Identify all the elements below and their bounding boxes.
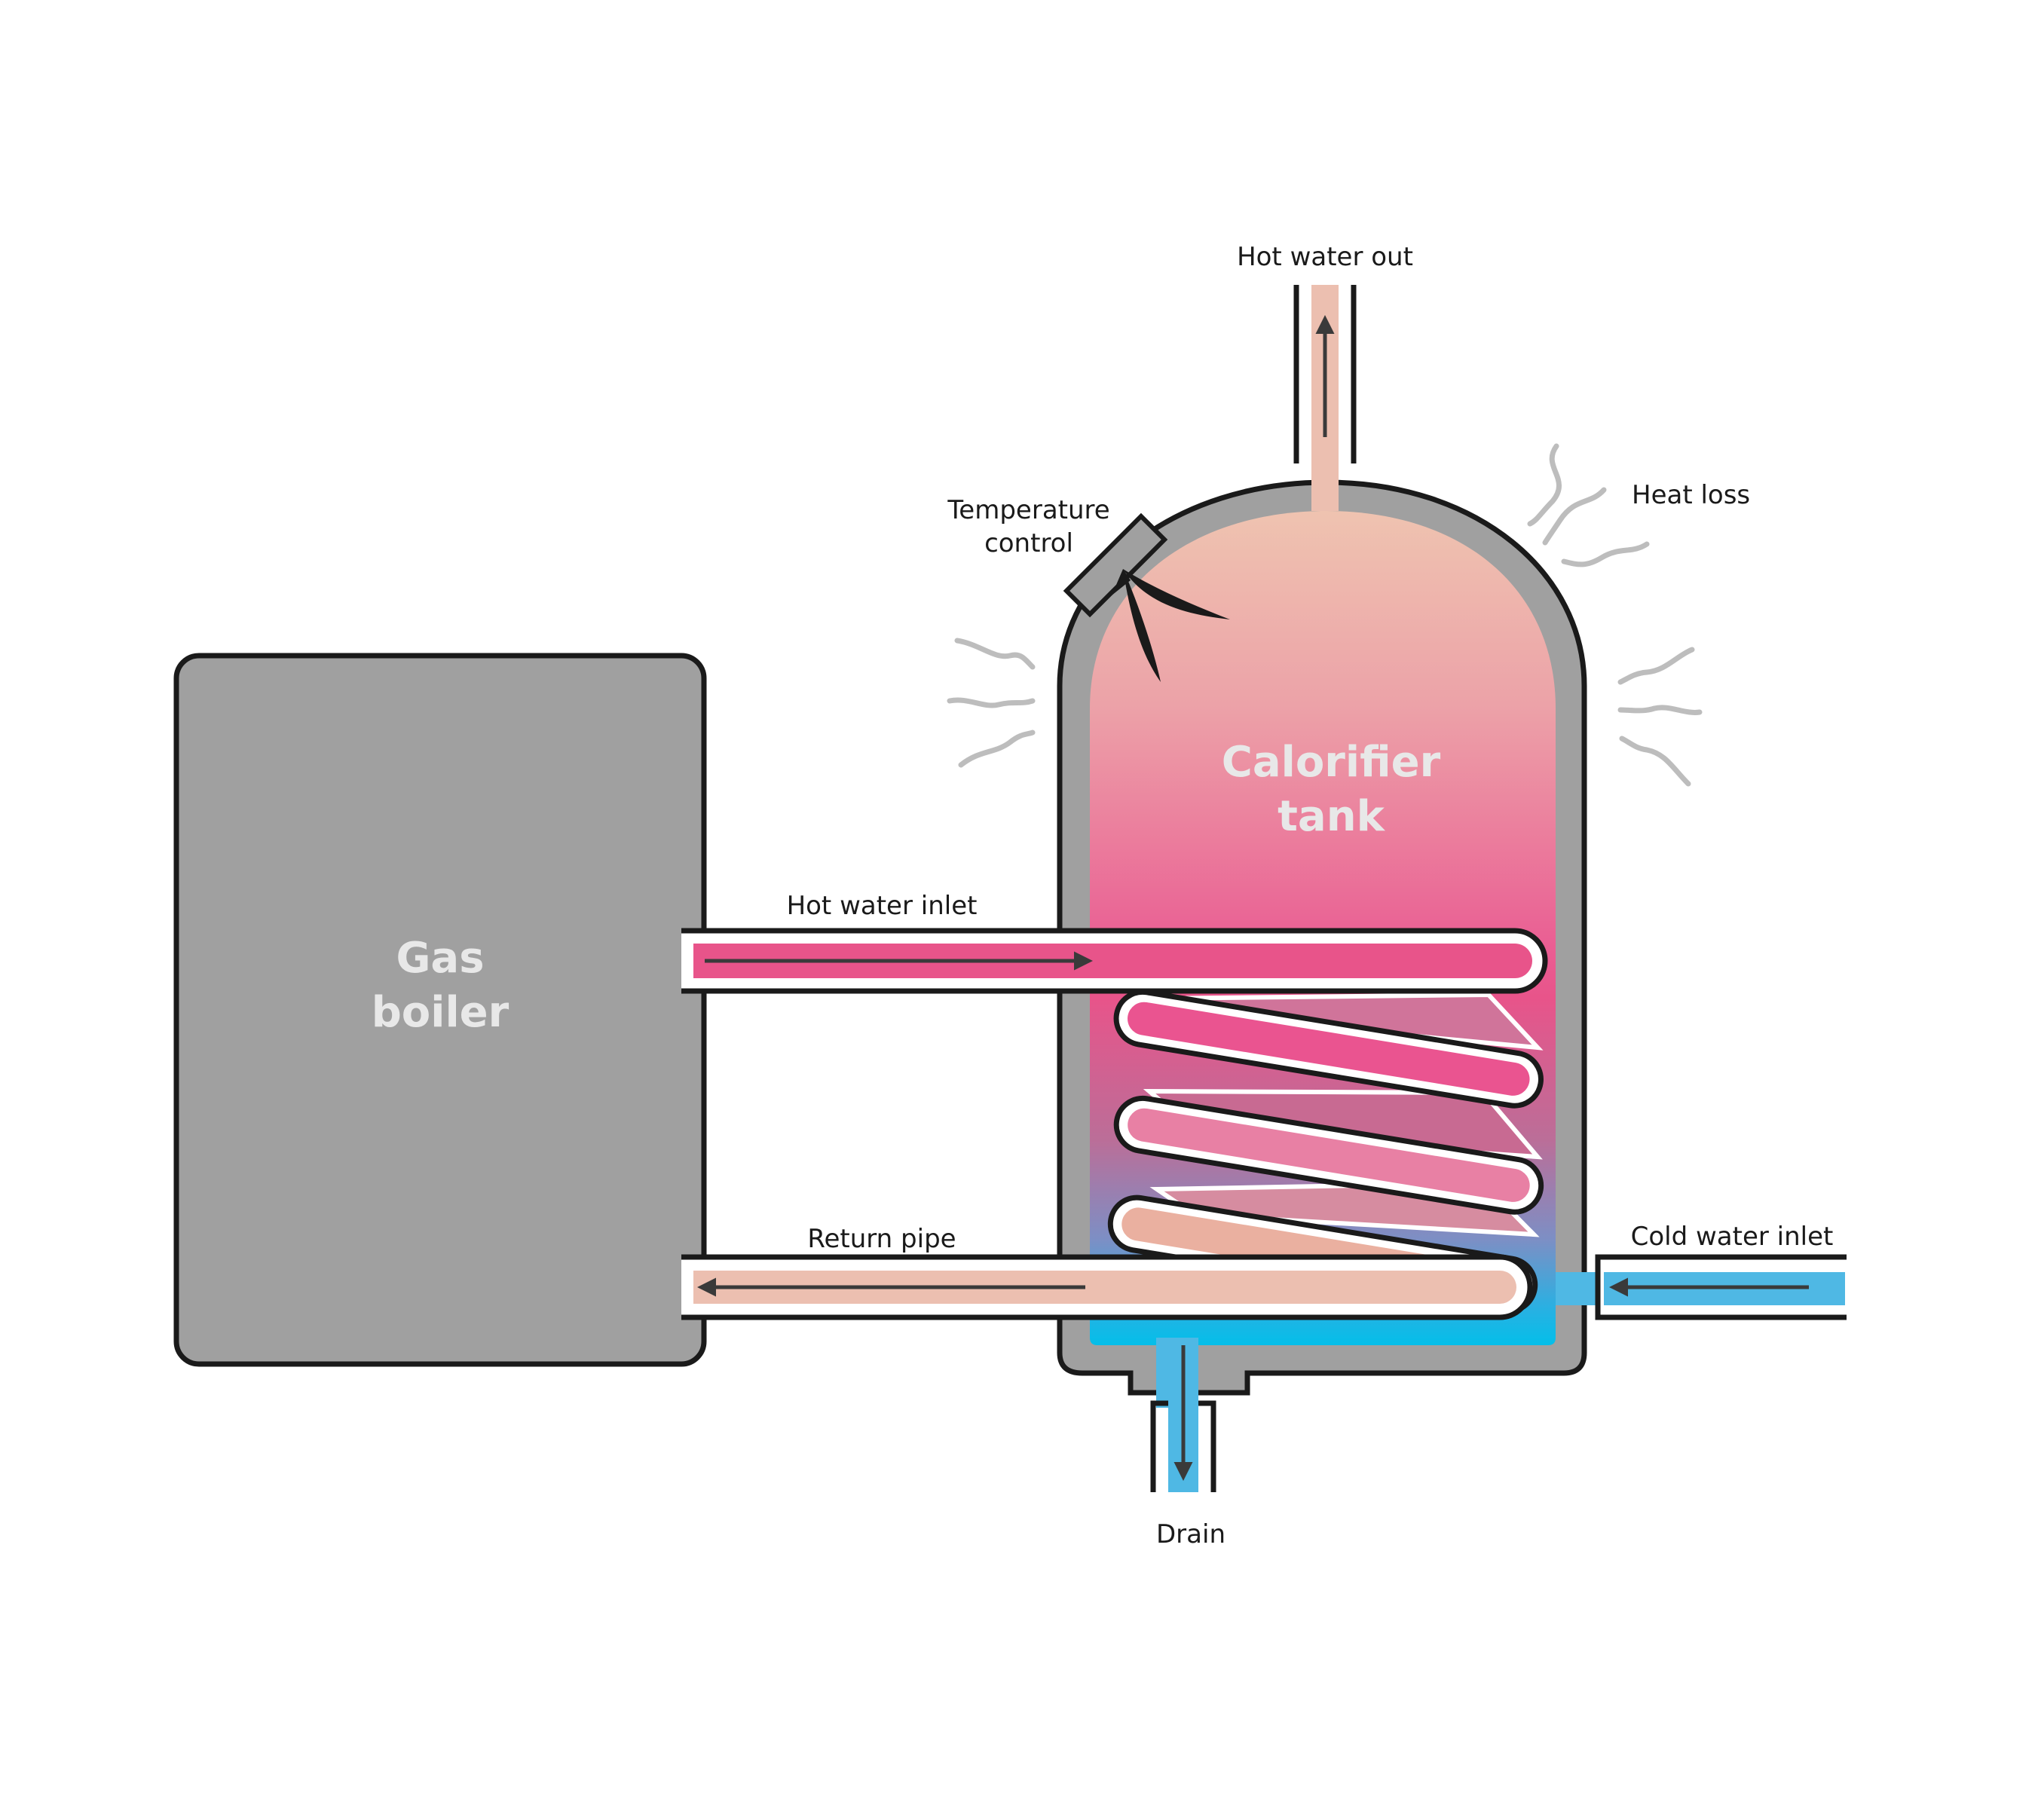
heat-loss-label: Heat loss <box>1632 480 1750 510</box>
drain-label: Drain <box>1156 1519 1226 1549</box>
heat-loss-wave <box>1617 705 1703 715</box>
heat-loss-wave <box>947 697 1036 708</box>
return-pipe <box>681 1254 1533 1320</box>
gas-boiler: Gas boiler <box>173 653 707 1367</box>
tank-label-line2: tank <box>1278 792 1385 841</box>
heat-loss-wave <box>1561 541 1650 567</box>
return-pipe-label: Return pipe <box>807 1224 956 1254</box>
hot-water-out-pipe <box>1293 285 1357 511</box>
heat-loss-wave <box>1542 487 1607 546</box>
temperature-control-label-line2: control <box>984 528 1073 558</box>
gas-boiler-label-line1: Gas <box>396 934 484 983</box>
hot-water-out-label: Hot water out <box>1237 242 1413 272</box>
cold-water-inlet-pipe <box>1556 1254 1847 1320</box>
tank-label-line1: Calorifier <box>1222 738 1441 787</box>
heat-loss-wave <box>958 730 1036 768</box>
heat-loss-wave <box>1617 647 1695 685</box>
cold-water-inlet-label: Cold water inlet <box>1631 1222 1834 1252</box>
hot-water-inlet-pipe <box>681 928 1548 994</box>
temperature-control-label-line1: Temperature <box>947 495 1109 525</box>
heat-loss-waves <box>947 443 1703 787</box>
temperature-sensor-probe <box>1112 569 1230 682</box>
temperature-control <box>1063 512 1230 682</box>
heat-loss-wave <box>1619 736 1691 787</box>
gas-boiler-label-line2: boiler <box>372 988 509 1037</box>
hot-water-inlet-label: Hot water inlet <box>787 891 978 921</box>
heat-loss-wave <box>1527 443 1562 527</box>
drain-pipe <box>1150 1338 1216 1492</box>
heat-loss-wave <box>954 638 1036 670</box>
